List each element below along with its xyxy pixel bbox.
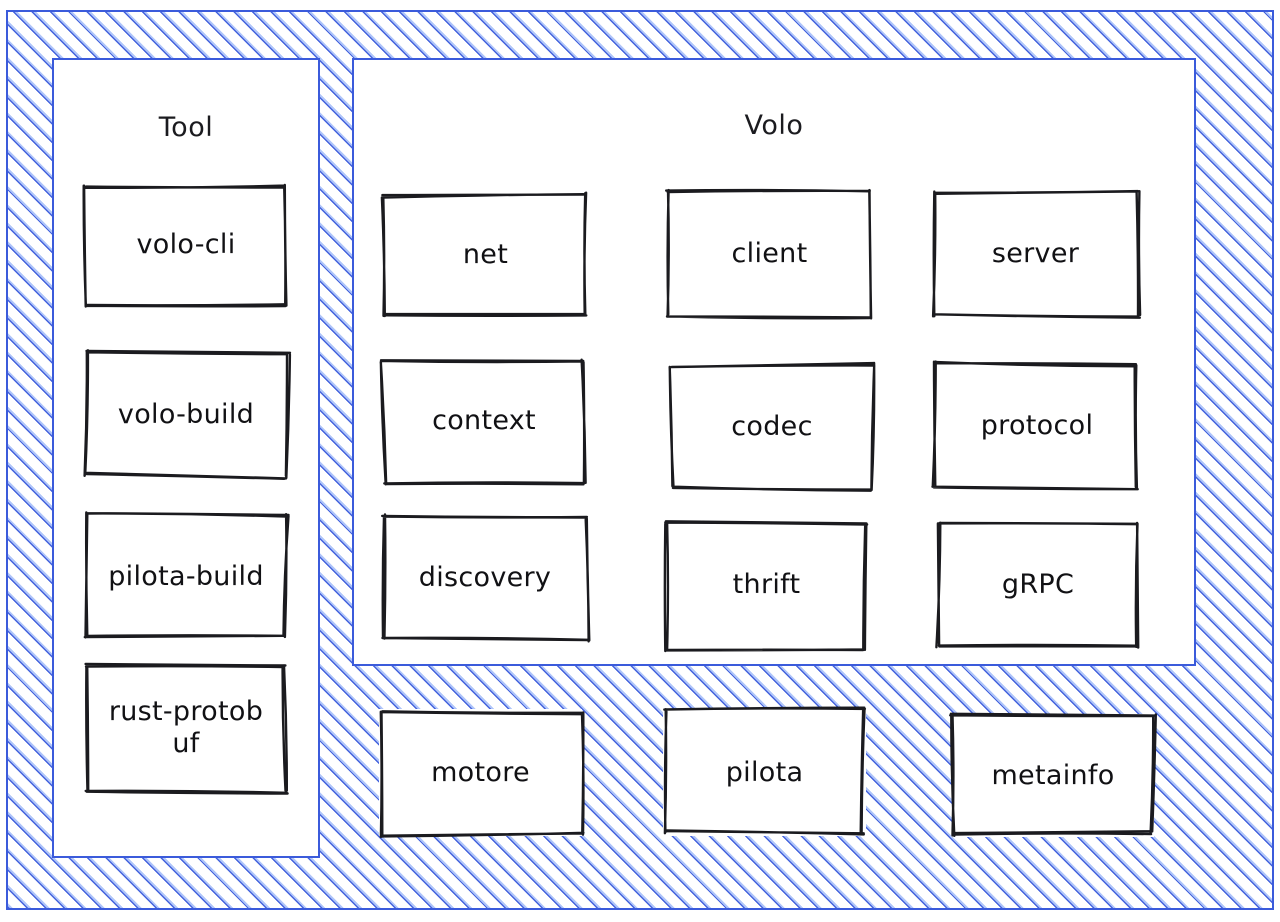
node-fill-volo-build [84,352,288,478]
node-fill-codec [670,363,874,491]
node-outline-server [930,188,1142,320]
node-outline-discovery [380,512,591,644]
node-outline-volo-build [82,349,292,480]
node-discovery[interactable]: discovery [380,512,591,644]
node-fill-rust-protobuf [84,664,288,792]
node-fill-metainfo [952,714,1154,837]
node-server[interactable]: server [930,188,1142,320]
node-fill-pilota-build [84,514,288,640]
node-outline-pilota [661,706,868,838]
group-title-volo: Volo [744,110,804,141]
node-motore[interactable]: motore [377,707,585,839]
node-fill-protocol [934,362,1140,490]
node-fill-volo-cli [84,184,288,306]
node-thrift[interactable]: thrift [663,518,870,653]
node-fill-pilota [663,709,866,836]
node-outline-grpc [934,518,1142,651]
node-volo-cli[interactable]: volo-cli [82,182,290,308]
node-rust-protobuf[interactable]: rust-protob uf [82,662,290,795]
node-fill-discovery [382,514,588,642]
node-grpc[interactable]: gRPC [934,518,1142,651]
node-outline-codec [668,361,876,493]
node-fill-motore [379,709,582,836]
node-outline-volo-cli [82,182,290,308]
node-outline-pilota-build [82,511,290,642]
node-fill-grpc [936,520,1140,649]
node-outline-motore [377,707,585,839]
node-pilota-build[interactable]: pilota-build [82,511,290,642]
node-fill-server [932,190,1139,318]
node-outline-rust-protobuf [82,662,290,795]
node-outline-protocol [931,360,1142,492]
node-volo-build[interactable]: volo-build [82,349,292,480]
node-client[interactable]: client [665,188,874,320]
node-metainfo[interactable]: metainfo [949,712,1157,839]
node-context[interactable]: context [379,355,588,487]
node-net[interactable]: net [380,190,590,320]
node-outline-client [665,188,874,320]
node-pilota[interactable]: pilota [661,706,868,838]
node-protocol[interactable]: protocol [931,360,1142,492]
node-fill-net [383,192,588,318]
node-outline-net [380,190,590,320]
node-outline-context [379,355,588,487]
node-fill-client [667,190,872,318]
node-fill-context [382,357,586,485]
node-codec[interactable]: codec [668,361,876,493]
node-outline-metainfo [949,712,1157,839]
group-title-tool: Tool [158,112,214,143]
node-outline-thrift [663,518,870,653]
node-fill-thrift [665,520,868,650]
